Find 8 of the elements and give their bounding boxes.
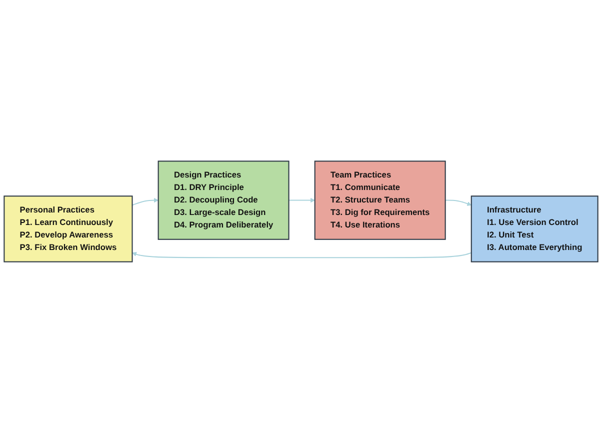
node-box: Team Practices T1. Communicate T2. Structure Teams T3. Dig for Requirements T4. Use Iterations	[314, 160, 446, 240]
arrow	[288, 198, 316, 203]
arrow	[132, 198, 159, 206]
node-box: Personal Practices P1. Learn Continuously P2. Develop Awareness P3. Fix Broken Windows	[4, 196, 133, 262]
node-box: Infrastructure I1. Use Version Control I2. Unit Test I3. Automate Everything	[470, 196, 598, 262]
node-box: Design Practices D1. DRY Principle D2. Decoupling Code D3. Large-scale Design D4. Program Deliberately	[158, 160, 290, 240]
arrow	[132, 252, 472, 258]
arrow	[445, 200, 472, 206]
